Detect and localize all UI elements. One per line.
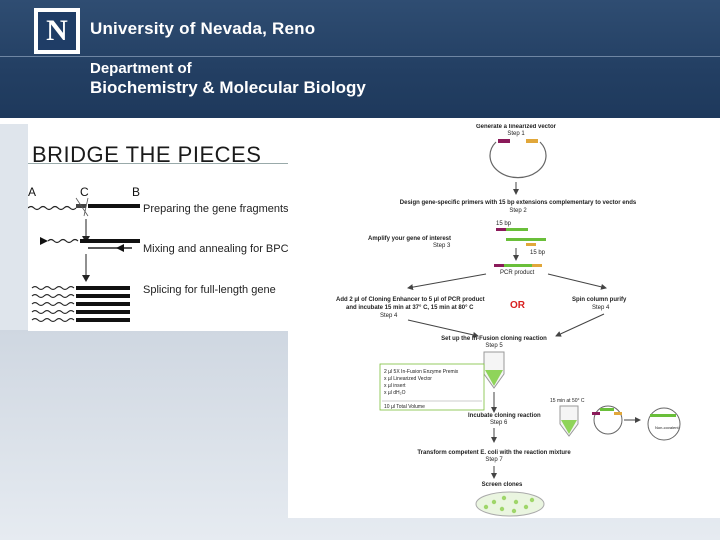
step6-label: Step 6 [490,420,508,426]
step3-title: Amplify your gene of interest [368,236,451,242]
mix-line-1: 2 µl 5X In-Fusion Enzyme Premix [384,369,459,375]
header-divider [0,56,720,57]
university-name: University of Nevada, Reno [90,19,316,38]
step5-title: Set up the In-Fusion cloning reaction [441,336,547,342]
circular-vector-icon [593,405,623,435]
pcr-product-label: PCR product [500,270,535,276]
step4a-label: Step 4 [380,313,398,319]
step4b-label: Step 4 [592,305,610,311]
full-length-products [31,285,130,323]
university-seal-icon: N [34,8,80,54]
label-c: C [80,185,89,199]
step2-label: Step 2 [509,208,527,214]
mix-line-3: x µl insert [384,383,406,389]
step1-title: Generate a linearized vector [476,124,557,130]
bpcr-figure: A C B Preparing the gene fragments Mixin… [27,185,297,323]
circle-label: Non-covalent [655,425,679,430]
infusion-workflow-diagram: Generate a linearized vector Step 1 Desi… [336,124,681,517]
bpcr-figure-panel: A C B Preparing the gene fragments Mixin… [27,124,297,331]
row-label-mixing: Mixing and annealing for BPCR [143,243,288,255]
step4b-title: Spin column purify [572,297,627,303]
bp15-top: 15 bp [496,221,512,227]
closed-vector-icon [647,407,681,441]
incubate-time: 15 min at 50° C [550,398,585,404]
incubation-tube-icon [559,405,579,437]
header-banner: N University of Nevada, Reno Department … [0,0,720,118]
row-label-splicing: Splicing for full-length gene [143,284,276,296]
label-b: B [132,185,140,199]
fragments-row [27,197,140,217]
mix-line-2: x µl Linearized Vector [384,376,432,382]
infusion-workflow-panel: Generate a linearized vector Step 1 Desi… [288,124,720,518]
seal-letter: N [38,12,76,50]
step4a-line2: and incubate 15 min at 37° C, 15 min at … [346,305,474,311]
label-a: A [28,185,36,199]
mix-line-4: x µl dH₂O [384,390,406,396]
step6-title: Incubate cloning reaction [468,413,541,419]
department-line-1: Department of [90,60,192,77]
department-line-2: Biochemistry & Molecular Biology [90,78,366,97]
title-underline [28,163,288,164]
mix-total: 10 µl Total Volume [384,404,425,410]
step8-title: Screen clones [482,482,523,488]
step5-label: Step 5 [485,343,503,349]
bp15-right: 15 bp [530,250,546,256]
header-underline [0,118,720,124]
step7-title: Transform competent E. coli with the rea… [417,450,571,456]
petri-dish-icon [475,491,545,517]
slide-title: BRIDGE THE PIECES [32,142,262,167]
annealing-row [40,237,140,252]
step2-title: Design gene-specific primers with 15 bp … [400,200,637,206]
linear-vector-icon [489,141,547,179]
row-label-prepare: Preparing the gene fragments [143,203,288,215]
step3-label: Step 3 [433,243,451,249]
tube-icon [483,351,505,389]
step4a-line1: Add 2 µl of Cloning Enhancer to 5 µl of … [336,297,485,303]
step1-label: Step 1 [507,131,525,137]
reaction-mix-box [379,363,485,411]
step7-label: Step 7 [485,457,503,463]
or-label: OR [510,300,526,311]
